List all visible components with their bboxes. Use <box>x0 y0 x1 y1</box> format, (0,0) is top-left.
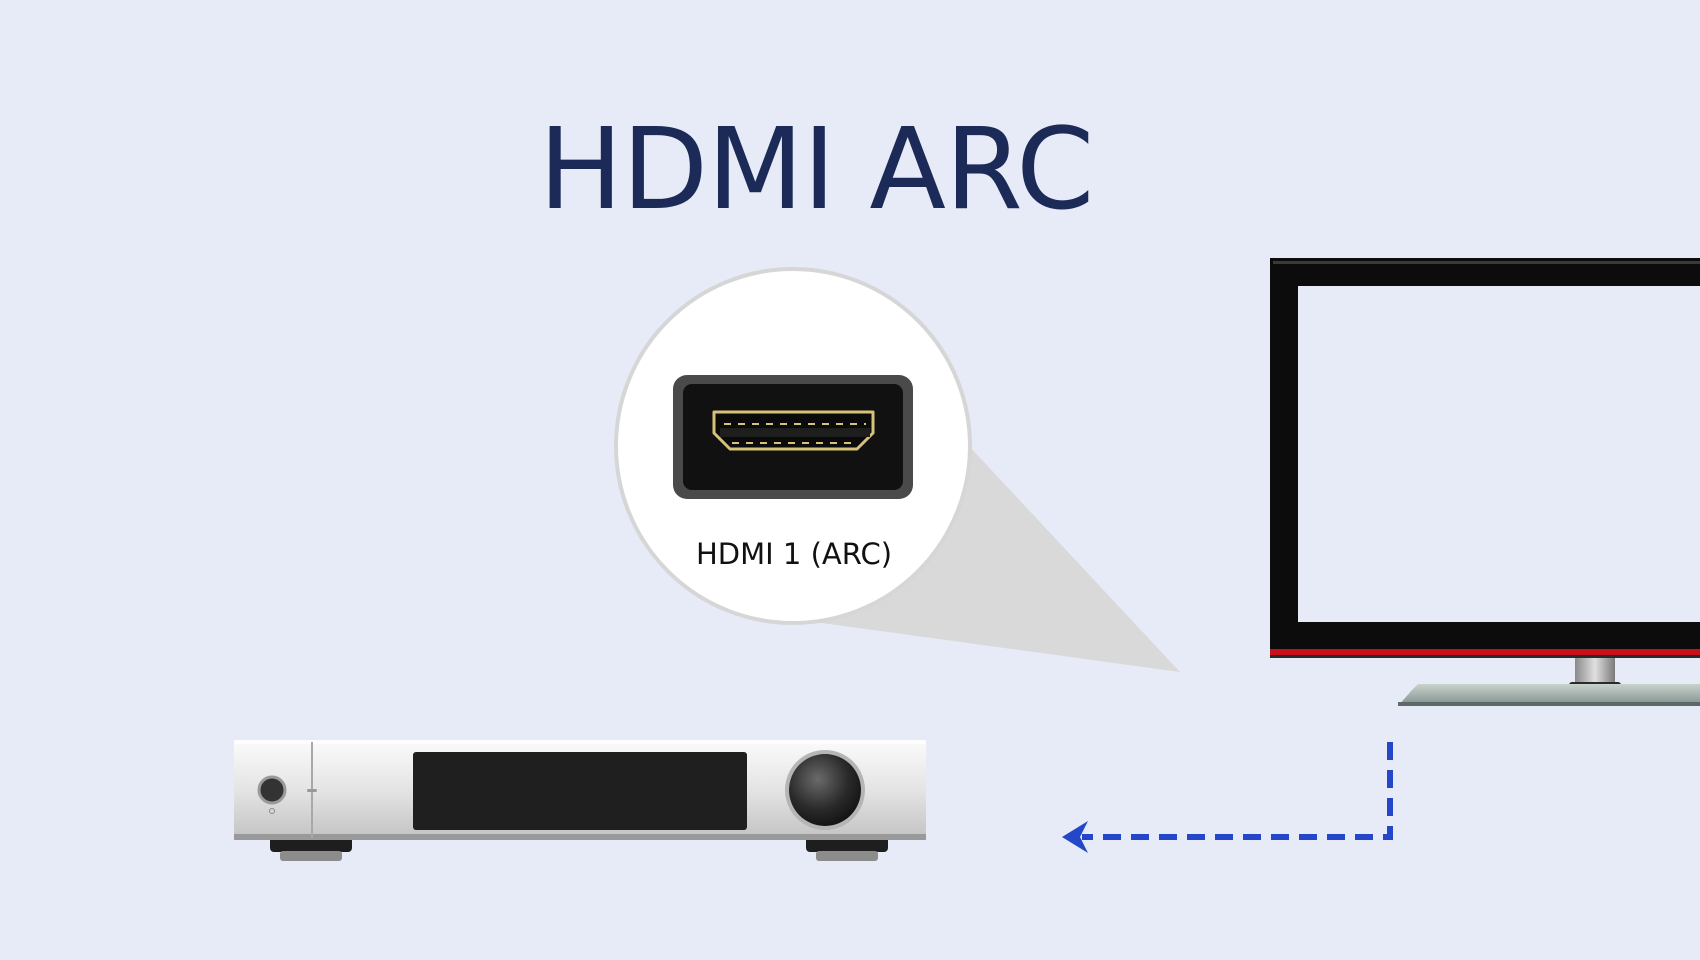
hifi-amplifier <box>234 740 926 861</box>
page-title: HDMI ARC <box>538 105 1095 235</box>
connection-arrow <box>1062 742 1393 853</box>
arrow-head <box>1062 821 1088 853</box>
hdmi-port-icon <box>673 375 913 499</box>
television <box>1270 258 1700 706</box>
port-label: HDMI 1 (ARC) <box>695 537 893 571</box>
